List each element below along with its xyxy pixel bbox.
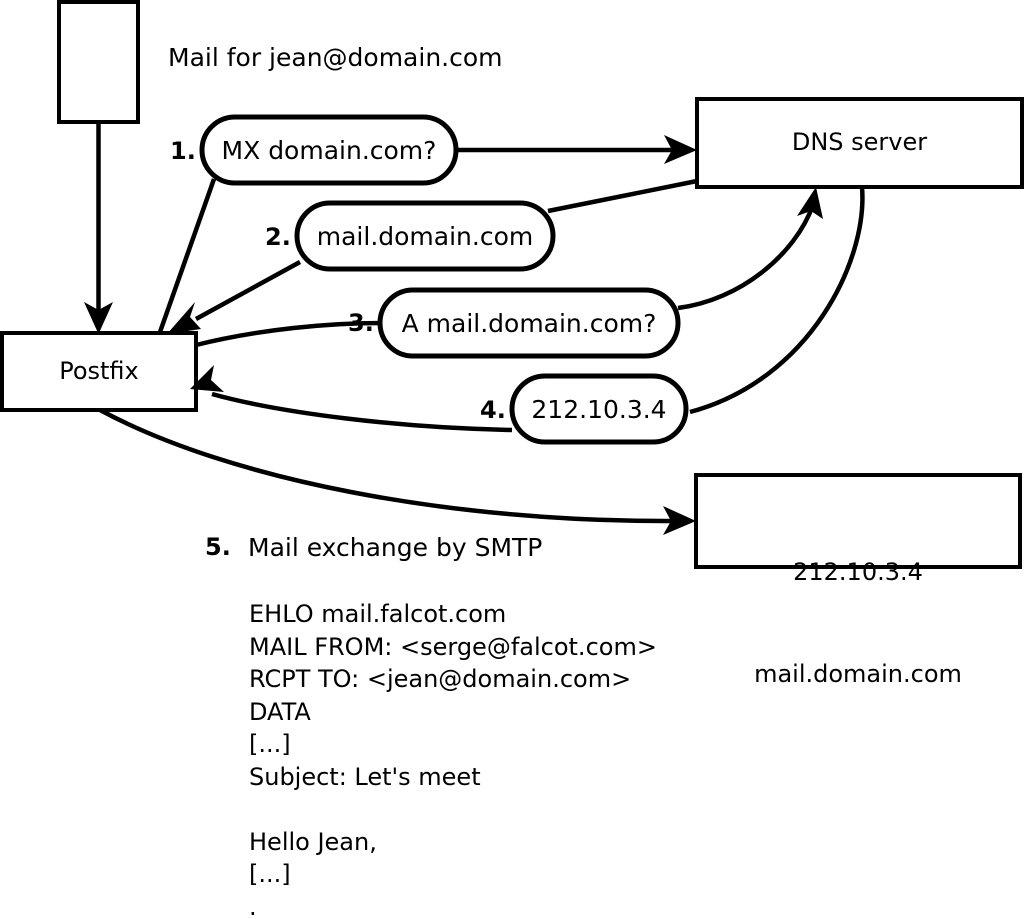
step-5-number: 5. (205, 533, 231, 561)
step-2-bubble (294, 200, 556, 272)
step-1-label: MX domain.com? (221, 136, 437, 165)
mail-server-box-label: 212.10.3.4 mail.domain.com (696, 487, 1020, 759)
step-1-number: 1. (170, 137, 196, 165)
step-2-label: mail.domain.com (316, 222, 534, 251)
edge-step2-to-postfix (194, 260, 302, 321)
step-3-number: 3. (348, 309, 374, 337)
mail-server-hostname: mail.domain.com (754, 660, 962, 688)
step-4-label: 212.10.3.4 (531, 395, 667, 424)
page-title: Mail for jean@domain.com (168, 43, 503, 72)
arrowhead-postfix-to-mailserver (663, 506, 696, 535)
edge-step4-to-postfix (211, 391, 513, 433)
mail-server-box (694, 473, 1022, 569)
smtp-transcript: EHLO mail.falcot.com MAIL FROM: <serge@f… (249, 600, 657, 919)
arrowhead-sender-to-postfix (84, 302, 113, 334)
dns-server-box (695, 97, 1024, 189)
arrowhead-step2-to-postfix (167, 302, 201, 334)
edge-postfix-to-mailserver (98, 408, 673, 524)
step-4-bubble (509, 373, 689, 445)
arrowhead-step1-to-dns (664, 135, 697, 164)
edge-dns-to-step4 (689, 186, 865, 415)
arrowhead-step4-to-postfix (190, 365, 224, 392)
step-5-label: Mail exchange by SMTP (248, 533, 543, 562)
step-2-number: 2. (265, 223, 291, 251)
edge-step3-to-dns (677, 204, 816, 311)
step-3-label: A mail.domain.com? (401, 309, 657, 338)
mail-server-ip: 212.10.3.4 (793, 558, 923, 586)
edge-step1-tail-to-postfix (157, 178, 217, 333)
arrowhead-step3-to-dns (797, 187, 823, 219)
edge-postfix-to-step3 (195, 320, 383, 348)
edge-dns-to-step2 (547, 178, 698, 214)
sender-box (57, 0, 140, 124)
dns-server-box-label: DNS server (791, 128, 928, 156)
postfix-box-label: Postfix (59, 357, 139, 385)
postfix-box (0, 331, 198, 412)
step-4-number: 4. (480, 396, 506, 424)
